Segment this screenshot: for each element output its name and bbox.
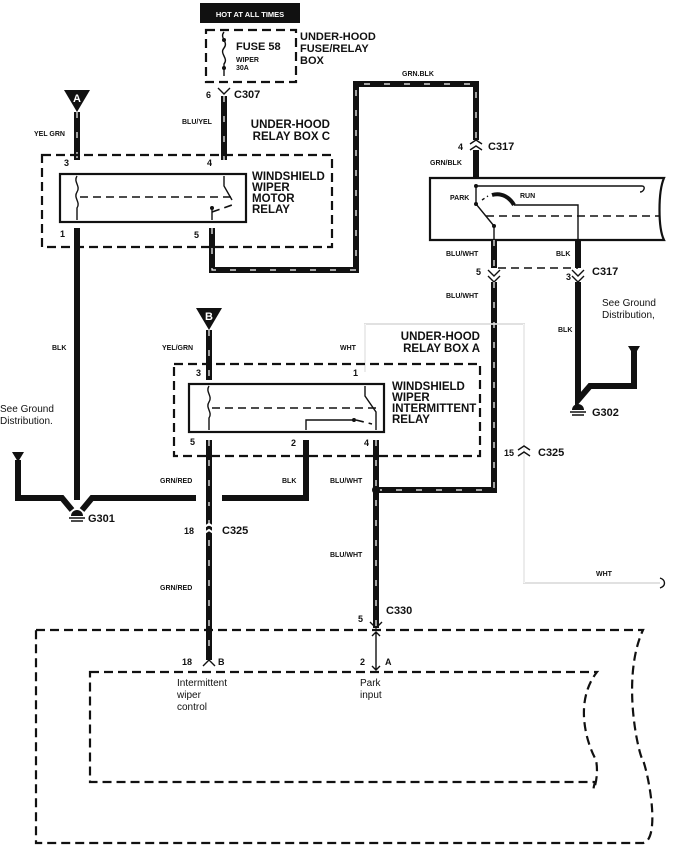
- relay-box-a: UNDER-HOOD RELAY BOX A 3 1 5 2 4 WINDSHI…: [172, 331, 482, 458]
- wiper-motor-relay: [58, 172, 248, 224]
- control-pin-b-desc: Intermittent: [177, 678, 227, 689]
- g302-note-line: Distribution,: [602, 310, 655, 321]
- wire-color-label: YEL/GRN: [162, 345, 193, 352]
- relay-a-pin-4: 4: [364, 438, 369, 448]
- relay-c-label-line: RELAY: [252, 204, 290, 216]
- control-pin-a-number: 2: [360, 657, 365, 667]
- wire-color-label: WHT: [596, 571, 613, 578]
- relay-box-a-name-line: RELAY BOX A: [403, 343, 480, 355]
- relay-a-label-line: INTERMITTENT: [392, 403, 476, 415]
- fuse-desc-line: WIPER: [236, 57, 259, 64]
- g301-note-line: Distribution.: [0, 416, 53, 427]
- c307-label: C307: [234, 89, 260, 101]
- ref-a-label: A: [73, 93, 81, 105]
- c307-pin: 6: [206, 90, 211, 100]
- relay-c-pin-4: 4: [207, 158, 212, 168]
- relay-a-pin-1: 1: [353, 368, 358, 378]
- c325-right-label: C325: [538, 447, 564, 459]
- c325-right-pin: 15: [504, 448, 514, 458]
- fuse-box-name-line: FUSE/RELAY: [300, 43, 369, 55]
- under-hood-fuse-relay-box: FUSE 58 WIPER 30A UNDER-HOOD FUSE/RELAY …: [204, 28, 376, 84]
- c317-bottom-pin-left: 5: [476, 267, 481, 277]
- relay-c-pin-3: 3: [64, 158, 69, 168]
- relay-a-label-line: WIPER: [392, 392, 430, 404]
- wire-color-label: BLK: [52, 345, 66, 352]
- control-unit: [34, 628, 654, 845]
- c317-top-label: C317: [488, 141, 514, 153]
- relay-c-pin-1: 1: [60, 229, 65, 239]
- ground-arrow-icon: [628, 346, 640, 356]
- relay-a-label-line: RELAY: [392, 414, 430, 426]
- relay-a-label-line: WINDSHIELD: [392, 381, 465, 393]
- wire-color-label: GRN/RED: [160, 585, 192, 592]
- control-pin-a-letter: A: [385, 657, 392, 667]
- wire-blk-g302: [575, 282, 637, 409]
- control-pin-b-letter: B: [218, 657, 225, 667]
- relay-box-a-name-line: UNDER-HOOD: [401, 331, 480, 343]
- g301-label: G301: [88, 513, 115, 525]
- c317-top-pin: 4: [458, 142, 463, 152]
- wiper-intermittent-relay: [187, 382, 386, 434]
- wire-color-label: BLK: [558, 327, 572, 334]
- relay-c-label-line: WINDSHIELD: [252, 171, 325, 183]
- g302-note-line: See Ground: [602, 298, 656, 309]
- wire-color-label: YEL GRN: [34, 131, 65, 138]
- fuse-symbol: [221, 31, 227, 76]
- c317-bottom-pin-right: 3: [566, 272, 571, 282]
- ground-g301-icon: [69, 510, 85, 522]
- relay-box-c-name-line: RELAY BOX C: [253, 131, 330, 143]
- relay-a-pin-3: 3: [196, 368, 201, 378]
- g302-label: G302: [592, 407, 619, 419]
- c317-top-connector-symbol: [469, 139, 483, 151]
- wire-color-label: BLK: [282, 478, 296, 485]
- relay-c-label-line: MOTOR: [252, 193, 295, 205]
- motor-run-label: RUN: [520, 193, 535, 200]
- relay-a-pin-2: 2: [291, 438, 296, 448]
- ref-b-label: B: [205, 311, 213, 323]
- control-pin-a-desc: Park: [360, 678, 382, 689]
- wire-color-label: BLU/YEL: [182, 119, 213, 126]
- wire-color-label: WHT: [340, 345, 357, 352]
- reference-a-marker: A: [64, 90, 90, 112]
- relay-box-c: UNDER-HOOD RELAY BOX C 3 4 1 5 WINDSHIEL…: [40, 119, 334, 249]
- c307-connector-symbol: [217, 87, 231, 95]
- fuse-box-name-line: BOX: [300, 55, 325, 67]
- fuse-label: FUSE 58: [236, 41, 281, 53]
- wire-color-label: BLU/WHT: [330, 478, 363, 485]
- reference-b-marker: B: [196, 308, 222, 330]
- wire-color-label: GRN/RED: [160, 478, 192, 485]
- wire-blu-wht-mid: [376, 282, 497, 493]
- wiper-motor: PARK RUN: [428, 176, 666, 242]
- wire-color-label: GRN.BLK: [402, 71, 434, 78]
- control-pin-b-desc: control: [177, 702, 207, 713]
- wire-color-label: GRN/BLK: [430, 160, 462, 167]
- c330-label: C330: [386, 605, 412, 617]
- control-pin-b-desc: wiper: [176, 690, 202, 701]
- motor-park-label: PARK: [450, 195, 469, 202]
- c325-left-pin: 18: [184, 526, 194, 536]
- relay-c-label-line: WIPER: [252, 182, 290, 194]
- hot-label: HOT AT ALL TIMES: [216, 10, 284, 19]
- wire-color-label: BLU/WHT: [330, 552, 363, 559]
- c325-left-label: C325: [222, 525, 248, 537]
- control-pin-a-desc: input: [360, 690, 382, 701]
- ground-g302-icon: [570, 404, 586, 416]
- fuse-rating: 30A: [236, 65, 249, 72]
- wire-blk-g301: [15, 440, 309, 512]
- c330-pin: 5: [358, 614, 363, 624]
- fuse-box-name-line: UNDER-HOOD: [300, 31, 376, 43]
- c317-bottom-label: C317: [592, 266, 618, 278]
- g301-note-line: See Ground: [0, 404, 54, 415]
- relay-a-pin-5: 5: [190, 437, 195, 447]
- wire-color-label: BLU/WHT: [446, 293, 479, 300]
- wire-color-label: BLK: [556, 251, 570, 258]
- relay-box-c-name-line: UNDER-HOOD: [251, 119, 330, 131]
- wire-color-label: BLU/WHT: [446, 251, 479, 258]
- relay-c-pin-5: 5: [194, 230, 199, 240]
- ground-arrow-icon: [12, 452, 24, 462]
- hot-at-all-times-banner: HOT AT ALL TIMES: [200, 3, 300, 23]
- control-pin-b-number: 18: [182, 657, 192, 667]
